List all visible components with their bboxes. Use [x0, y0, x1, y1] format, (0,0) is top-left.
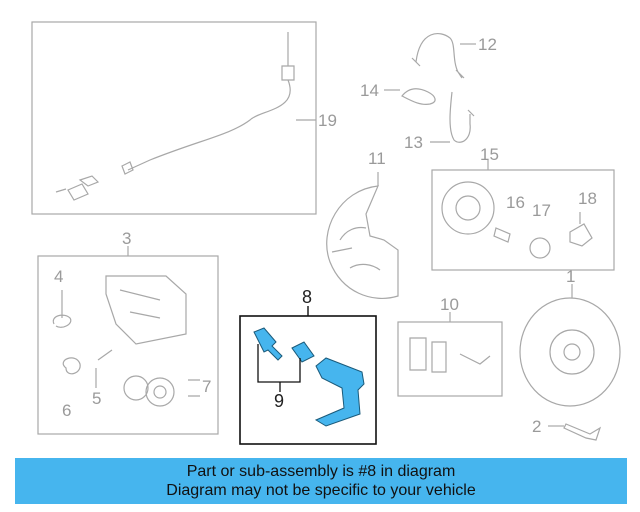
callout-2: 2	[532, 417, 542, 436]
callout-12: 12	[478, 35, 497, 54]
callout-5: 5	[92, 389, 102, 408]
callout-16: 16	[506, 193, 525, 212]
caliper-bracket-8-icon	[314, 357, 365, 427]
brake-hose-12-icon	[411, 32, 465, 79]
callout-11: 11	[368, 149, 386, 168]
callout-9: 9	[274, 391, 285, 411]
callout-10: 10	[440, 295, 459, 314]
info-banner: Part or sub-assembly is #8 in diagram Di…	[15, 458, 627, 504]
callout-14: 14	[360, 81, 379, 100]
brake-disc-1-icon	[519, 297, 621, 407]
group-box-19	[31, 21, 317, 215]
callout-17: 17	[532, 201, 551, 220]
callout-1: 1	[566, 267, 576, 286]
callout-7: 7	[202, 377, 212, 396]
caliper-3-icon	[105, 275, 187, 345]
sensor-19-icon	[55, 32, 295, 201]
banner-line-2: Diagram may not be specific to your vehi…	[166, 482, 476, 499]
callout-3: 3	[122, 229, 132, 248]
banner-line-1: Part or sub-assembly is #8 in diagram	[186, 463, 456, 480]
callout-8: 8	[302, 287, 313, 307]
group-box-15	[431, 169, 615, 271]
boot-9-icon	[291, 341, 315, 363]
sensor-18-icon	[569, 212, 593, 247]
callout-19: 19	[318, 111, 337, 130]
callout-15: 15	[480, 145, 499, 164]
clip-14-icon	[401, 88, 436, 105]
brake-line-13-icon	[449, 91, 475, 143]
dust-shield-11-icon	[326, 185, 399, 300]
callout-6: 6	[62, 401, 72, 420]
callout-4: 4	[54, 267, 64, 286]
callout-18: 18	[578, 189, 597, 208]
bolt-2-icon	[563, 423, 602, 441]
callout-13: 13	[404, 133, 423, 152]
guide-pin-9-icon	[253, 327, 283, 361]
